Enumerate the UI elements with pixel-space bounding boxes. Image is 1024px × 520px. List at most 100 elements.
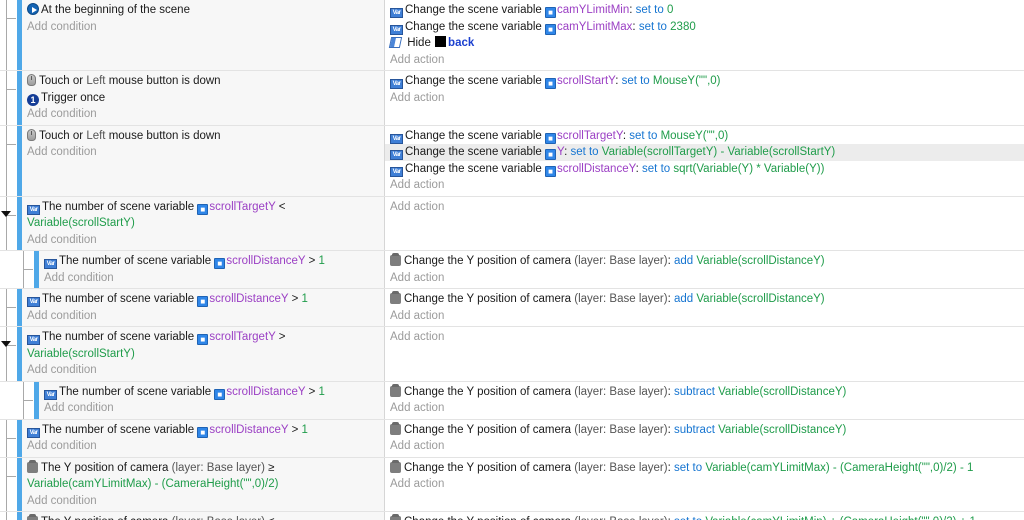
event-stripe[interactable] [34, 381, 39, 419]
condition-line[interactable]: At the beginning of the scene [22, 2, 384, 19]
add-action-button[interactable]: Add action [390, 179, 445, 191]
add-condition-button[interactable]: Add condition [27, 233, 97, 246]
actions-column[interactable]: Add action [385, 327, 1024, 381]
actions-column[interactable]: Change the Y position of camera (layer: … [385, 512, 1024, 520]
event-stripe[interactable] [17, 0, 22, 70]
add-action-button[interactable]: Add action [390, 440, 445, 452]
action-line[interactable]: Hide back [385, 35, 1024, 52]
event-stripe[interactable] [17, 196, 22, 250]
actions-column[interactable]: Change the Y position of camera (layer: … [385, 381, 1024, 419]
add-action-button[interactable]: Add action [390, 271, 445, 284]
action-line[interactable]: Change the Y position of camera (layer: … [385, 291, 1024, 308]
action-line[interactable]: Change the Y position of camera (layer: … [385, 383, 1024, 401]
add-action-button[interactable]: Add action [390, 91, 445, 104]
event-stripe[interactable] [17, 327, 22, 381]
event-stripe[interactable] [34, 251, 39, 288]
event-row[interactable]: The Y position of camera (layer: Base la… [0, 511, 1024, 520]
add-condition-button[interactable]: Add condition [27, 440, 97, 452]
event-stripe[interactable] [17, 289, 22, 326]
add-action-button[interactable]: Add action [390, 53, 445, 66]
conditions-column[interactable]: The Y position of camera (layer: Base la… [22, 457, 385, 511]
event-stripe[interactable] [17, 512, 22, 520]
token-cmp: > [275, 331, 286, 343]
token-val: Variable(scrollDistanceY) [714, 385, 847, 398]
add-condition-button[interactable]: Add condition [27, 494, 97, 507]
action-line[interactable]: Change the Y position of camera (layer: … [385, 253, 1024, 270]
object-thumbnail [435, 36, 447, 47]
event-stripe[interactable] [17, 457, 22, 511]
actions-column[interactable]: Change the Y position of camera (layer: … [385, 251, 1024, 288]
condition-line[interactable]: Touch or Left mouse button is down [22, 128, 384, 145]
add-condition-button[interactable]: Add condition [27, 146, 97, 158]
fold-toggle[interactable] [1, 210, 11, 217]
condition-line[interactable]: The Y position of camera (layer: Base la… [22, 514, 384, 520]
actions-column[interactable]: Change the Y position of camera (layer: … [385, 457, 1024, 511]
conditions-column[interactable]: The Y position of camera (layer: Base la… [22, 512, 385, 520]
add-action-button[interactable]: Add action [390, 200, 445, 213]
token-val: 1 [301, 423, 308, 436]
actions-column[interactable]: Add action [385, 196, 1024, 250]
action-line[interactable]: Change the Y position of camera (layer: … [385, 514, 1024, 520]
camera-icon [390, 421, 401, 435]
event-row[interactable]: The Y position of camera (layer: Base la… [0, 456, 1024, 511]
event-stripe[interactable] [17, 125, 22, 196]
condition-line[interactable]: Touch or Left mouse button is down [22, 73, 384, 90]
add-condition-button[interactable]: Add condition [27, 108, 97, 120]
add-action-button[interactable]: Add action [390, 331, 445, 343]
add-action-button[interactable]: Add action [390, 402, 445, 414]
add-condition-button[interactable]: Add condition [44, 402, 114, 414]
add-condition-button[interactable]: Add condition [44, 271, 114, 284]
add-condition-button[interactable]: Add condition [27, 364, 97, 376]
condition-line[interactable]: The Y position of camera (layer: Base la… [22, 459, 384, 493]
actions-column[interactable]: Change the Y position of camera (layer: … [385, 289, 1024, 326]
action-line[interactable]: Change the Y position of camera (layer: … [385, 421, 1024, 439]
event-gutter [0, 512, 17, 520]
action-line[interactable]: Change the Y position of camera (layer: … [385, 459, 1024, 477]
event-stripe[interactable] [17, 419, 22, 457]
add-action-button[interactable]: Add action [390, 309, 445, 322]
variable-badge-icon: ■ [545, 23, 557, 35]
add-condition-button[interactable]: Add condition [27, 309, 97, 322]
token-op: set to [674, 516, 702, 520]
fold-toggle[interactable] [1, 341, 11, 347]
add-condition-button[interactable]: Add condition [27, 20, 97, 33]
actions-column[interactable]: Change the Y position of camera (layer: … [385, 419, 1024, 457]
add-action-button[interactable]: Add action [390, 478, 445, 490]
event-stripe[interactable] [17, 71, 22, 125]
variable-icon: Var [390, 79, 403, 89]
